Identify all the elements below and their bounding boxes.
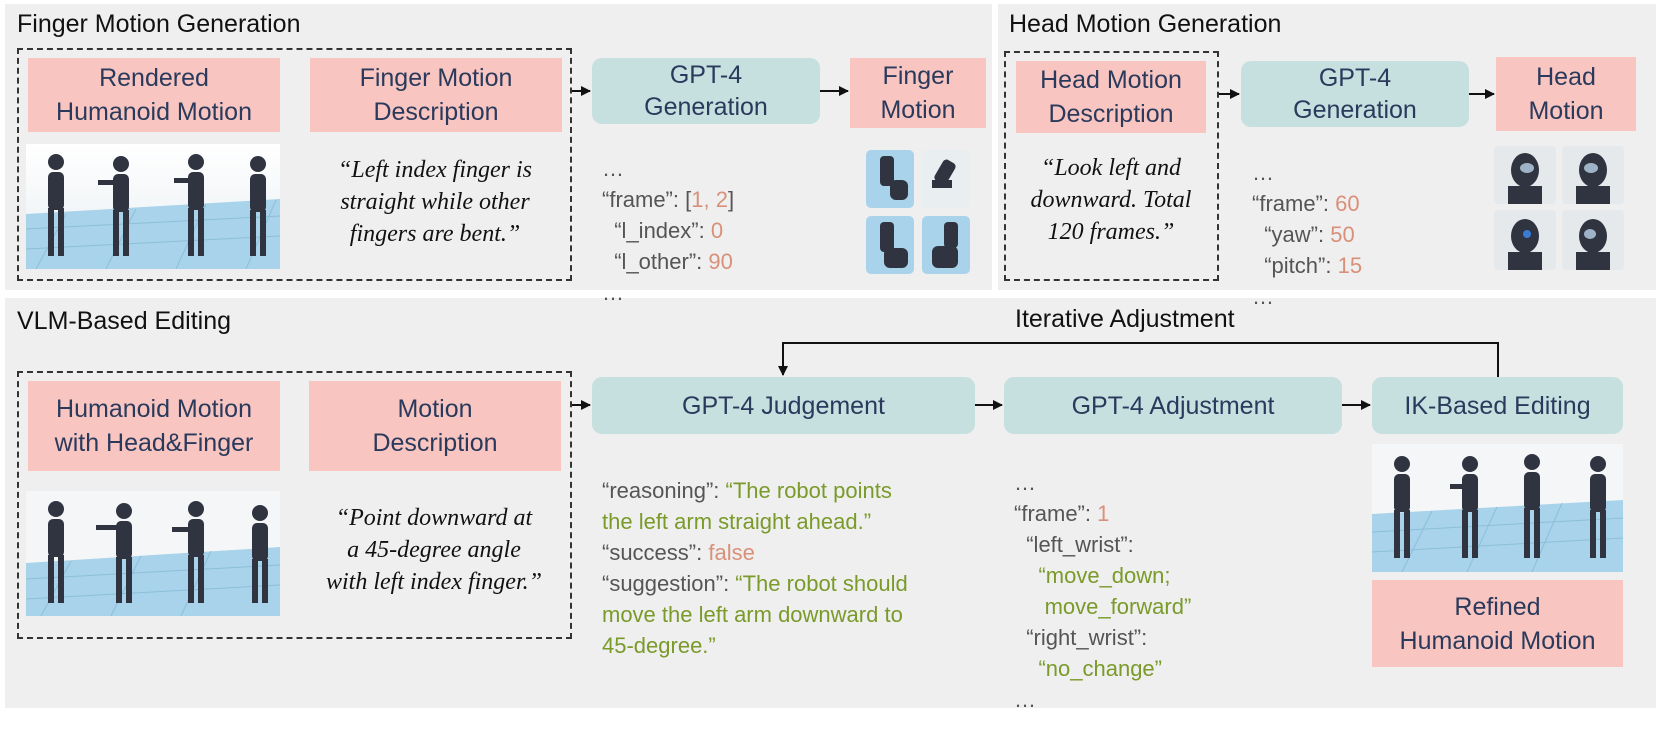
head-code-pitch-value: 15: [1337, 253, 1363, 278]
gpt4-adjustment-box: GPT-4 Adjustment: [1004, 377, 1342, 434]
finger-motion-description-box: Finger Motion Description: [310, 58, 562, 132]
finger-code-ellipsis-bottom: …: [602, 280, 624, 305]
head-motion-description-box: Head Motion Description: [1016, 61, 1206, 133]
humanoid-motion-head-finger-box: Humanoid Motion with Head&Finger: [28, 381, 280, 471]
ik-robot-strip: [1372, 444, 1623, 572]
judge-suggestion-value-2: move the left arm downward to: [602, 602, 903, 627]
head-code-yaw-key: “yaw”:: [1264, 222, 1331, 247]
finger-robot-strip: [26, 144, 280, 269]
judge-success-value: false: [708, 540, 755, 565]
finger-motion-thumbnails: [866, 150, 972, 276]
head-code-ellipsis-bottom: …: [1252, 284, 1274, 309]
finger-code-frame-key: “frame”: [: [602, 187, 692, 212]
refined-humanoid-motion-box: Refined Humanoid Motion: [1372, 580, 1623, 667]
finger-description-quote: “Left index finger is straight while oth…: [338, 157, 532, 247]
vlm-input-group: [17, 371, 572, 639]
adjust-ellipsis-bottom: …: [1014, 687, 1036, 712]
finger-code-frame-value: 1, 2: [691, 187, 728, 212]
motion-description-quote: “Point downward at a 45-degree angle wit…: [326, 505, 542, 595]
finger-code-l-other-key: “l_other”:: [614, 249, 709, 274]
head-code-frame-value: 60: [1335, 191, 1360, 216]
head-code-block: … “frame”: 60 “yaw”: 50 “pitch”: 15 …: [1252, 126, 1362, 343]
finger-input-group: [17, 48, 572, 281]
head-panel-title: Head Motion Generation: [1009, 10, 1282, 38]
finger-code-ellipsis-top: …: [602, 156, 624, 181]
adjust-ellipsis-top: …: [1014, 470, 1036, 495]
finger-code-frame-end: ]: [727, 187, 735, 212]
head-code-ellipsis-top: …: [1252, 160, 1274, 185]
judge-reasoning-value-1: “The robot points: [725, 478, 892, 503]
motion-description-box: Motion Description: [309, 381, 561, 471]
head-description-quote: “Look left and downward. Total 120 frame…: [1030, 155, 1192, 245]
judgement-code-block: “reasoning”: “The robot points the left a…: [602, 444, 908, 692]
adjust-left-wrist-key: “left_wrist”:: [1026, 532, 1134, 557]
finger-panel-title: Finger Motion Generation: [17, 10, 301, 38]
rendered-humanoid-motion-box: Rendered Humanoid Motion: [28, 58, 280, 132]
head-code-yaw-value: 50: [1330, 222, 1355, 247]
adjustment-code-block: … “frame”: 1 “left_wrist”: “move_down; mo…: [1014, 436, 1191, 746]
judge-suggestion-value-3: 45-degree.”: [602, 633, 716, 658]
finger-code-l-index-value: 0: [710, 218, 724, 243]
finger-code-block: … “frame”: [1, 2] “l_index”: 0 “l_other”:…: [602, 122, 734, 339]
head-motion-output-box: Head Motion: [1496, 57, 1636, 131]
judge-reasoning-value-2: the left arm straight ahead.”: [602, 509, 872, 534]
finger-gpt4-generation-box: GPT-4 Generation: [592, 58, 820, 124]
finger-motion-output-box: Finger Motion: [850, 58, 986, 128]
vlm-panel-title: VLM-Based Editing: [17, 307, 232, 335]
adjust-right-wrist-key: “right_wrist”:: [1026, 625, 1148, 650]
head-motion-thumbnails: [1494, 146, 1626, 272]
finger-code-l-index-key: “l_index”:: [614, 218, 711, 243]
adjust-right-wrist-value: “no_change”: [1038, 656, 1162, 681]
gpt4-judgement-box: GPT-4 Judgement: [592, 377, 975, 434]
adjust-left-wrist-value-2: move_forward”: [1044, 594, 1192, 619]
iterative-adjustment-label: Iterative Adjustment: [1015, 305, 1235, 333]
adjust-frame-key: “frame”:: [1014, 501, 1098, 526]
judge-suggestion-value-1: “The robot should: [735, 571, 908, 596]
flow-arrows: [572, 86, 1499, 410]
finger-code-l-other-value: 90: [708, 249, 733, 274]
head-code-pitch-key: “pitch”:: [1264, 253, 1338, 278]
judge-success-key: “success”:: [602, 540, 709, 565]
judge-reasoning-key: “reasoning”:: [602, 478, 726, 503]
head-gpt4-generation-box: GPT-4 Generation: [1241, 61, 1469, 127]
judge-suggestion-key: “suggestion”:: [602, 571, 736, 596]
vlm-robot-strip: [26, 491, 280, 616]
head-code-frame-key: “frame”:: [1252, 191, 1336, 216]
head-input-group: [1004, 51, 1219, 281]
adjust-frame-value: 1: [1097, 501, 1110, 526]
arrow-iterative-loop: [778, 342, 1499, 377]
adjust-left-wrist-value-1: “move_down;: [1038, 563, 1171, 588]
ik-based-editing-box: IK-Based Editing: [1372, 377, 1623, 434]
